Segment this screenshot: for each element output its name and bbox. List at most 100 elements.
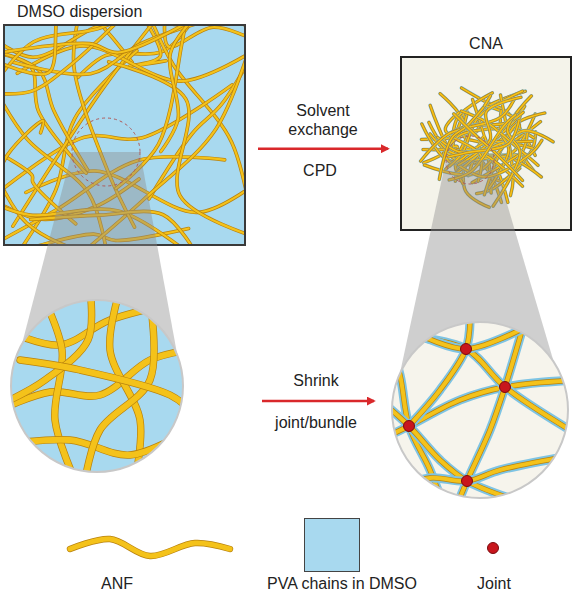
anf-fiber bbox=[12, 26, 222, 74]
pva-coating bbox=[449, 115, 516, 180]
fiber-outline bbox=[70, 539, 230, 556]
anf-fiber bbox=[5, 26, 123, 94]
fiber-outline bbox=[40, 290, 75, 480]
anf-fiber bbox=[5, 172, 167, 244]
fiber-outline bbox=[161, 26, 196, 152]
step-label: joint/bundle bbox=[275, 413, 357, 432]
panel-heading: CNA bbox=[402, 34, 570, 53]
anf-fiber bbox=[390, 455, 575, 490]
fiber-outline bbox=[109, 62, 244, 236]
pva-coating bbox=[400, 335, 570, 430]
color-swatch bbox=[304, 518, 360, 572]
zoom-circle bbox=[11, 300, 183, 472]
step-label: Shrink bbox=[293, 371, 338, 390]
panel-heading: DMSO dispersion bbox=[17, 2, 142, 21]
zoom-fibers bbox=[0, 290, 190, 480]
anf-fiber bbox=[420, 330, 520, 349]
legend-label: ANF bbox=[101, 574, 133, 593]
step-label: Solvent exchange bbox=[271, 101, 375, 139]
fiber-outline bbox=[85, 300, 154, 480]
anf-fiber bbox=[0, 350, 190, 410]
pva-coating bbox=[448, 120, 519, 157]
anf-fiber bbox=[409, 320, 470, 426]
anf-fiber bbox=[380, 380, 575, 440]
aerogel-panel: CNA bbox=[400, 56, 572, 231]
anf-fiber bbox=[5, 26, 126, 83]
fiber-group bbox=[421, 88, 553, 207]
anf-fiber bbox=[455, 320, 525, 510]
anf-fiber bbox=[20, 360, 190, 410]
fiber-outline bbox=[420, 330, 520, 349]
zoom-region bbox=[72, 118, 140, 186]
zoom-bundles bbox=[380, 320, 575, 510]
joint-dot bbox=[500, 382, 511, 393]
fiber-outline bbox=[5, 26, 82, 74]
fiber-network bbox=[402, 58, 570, 229]
fiber-group bbox=[5, 26, 244, 244]
fiber-outline bbox=[390, 455, 575, 490]
fiber-outline bbox=[5, 300, 190, 345]
fiber-outline bbox=[0, 350, 190, 410]
anf-fiber bbox=[31, 211, 197, 244]
pva-coating bbox=[385, 325, 445, 510]
fiber-outline bbox=[455, 320, 525, 510]
fiber-outline bbox=[5, 121, 43, 185]
pva-coating bbox=[493, 96, 531, 206]
anf-fiber bbox=[493, 96, 531, 206]
fiber-outline bbox=[5, 26, 199, 53]
anf-fiber bbox=[380, 400, 530, 505]
pva-coating bbox=[455, 320, 525, 510]
anf-fiber bbox=[385, 325, 445, 510]
fiber-outline bbox=[0, 430, 190, 455]
zoom-funnel bbox=[11, 152, 183, 386]
fiber-outline bbox=[149, 51, 244, 198]
fiber-outline bbox=[458, 97, 521, 165]
anf-sample bbox=[70, 539, 230, 556]
anf-fiber bbox=[161, 26, 196, 152]
legend-label: Joint bbox=[477, 574, 511, 593]
anf-fiber bbox=[5, 121, 43, 185]
fiber-outline bbox=[5, 85, 232, 195]
anf-fiber bbox=[400, 335, 570, 430]
anf-fiber bbox=[10, 290, 92, 400]
zoom-region bbox=[446, 136, 494, 184]
anf-fiber bbox=[5, 204, 189, 244]
anf-fiber bbox=[0, 430, 190, 455]
fiber-outline bbox=[380, 380, 575, 440]
anf-fiber bbox=[448, 120, 519, 157]
fiber-outline bbox=[5, 172, 167, 244]
fiber-outline bbox=[10, 290, 92, 400]
fiber-outline bbox=[5, 26, 126, 83]
process-arrow bbox=[258, 148, 388, 151]
fiber-outline bbox=[448, 120, 519, 157]
anf-fiber bbox=[449, 115, 516, 180]
fiber-outline bbox=[449, 115, 516, 180]
anf-fiber bbox=[5, 85, 232, 195]
zoom-funnel bbox=[392, 160, 568, 410]
step-label: CPD bbox=[303, 161, 337, 180]
joint-dot bbox=[462, 476, 473, 487]
anf-fiber bbox=[85, 300, 154, 480]
fiber-outline bbox=[409, 320, 470, 426]
fiber-outline bbox=[20, 360, 190, 410]
anf-fiber bbox=[5, 26, 82, 74]
anf-fiber bbox=[5, 26, 199, 53]
zoom-circle bbox=[392, 322, 568, 498]
anf-fiber bbox=[5, 300, 190, 345]
fiber-outline bbox=[385, 325, 445, 510]
joint-swatch bbox=[487, 542, 499, 554]
joint-dot bbox=[461, 344, 472, 355]
joint-dot bbox=[404, 421, 415, 432]
fiber-outline bbox=[493, 96, 531, 206]
zoom-border bbox=[11, 300, 183, 472]
fiber-network bbox=[5, 26, 244, 244]
legend-label: PVA chains in DMSO bbox=[267, 574, 417, 593]
anf-fiber bbox=[110, 290, 141, 480]
anf-fiber bbox=[70, 539, 230, 556]
anf-fiber bbox=[40, 290, 75, 480]
anf-fiber bbox=[109, 62, 244, 236]
